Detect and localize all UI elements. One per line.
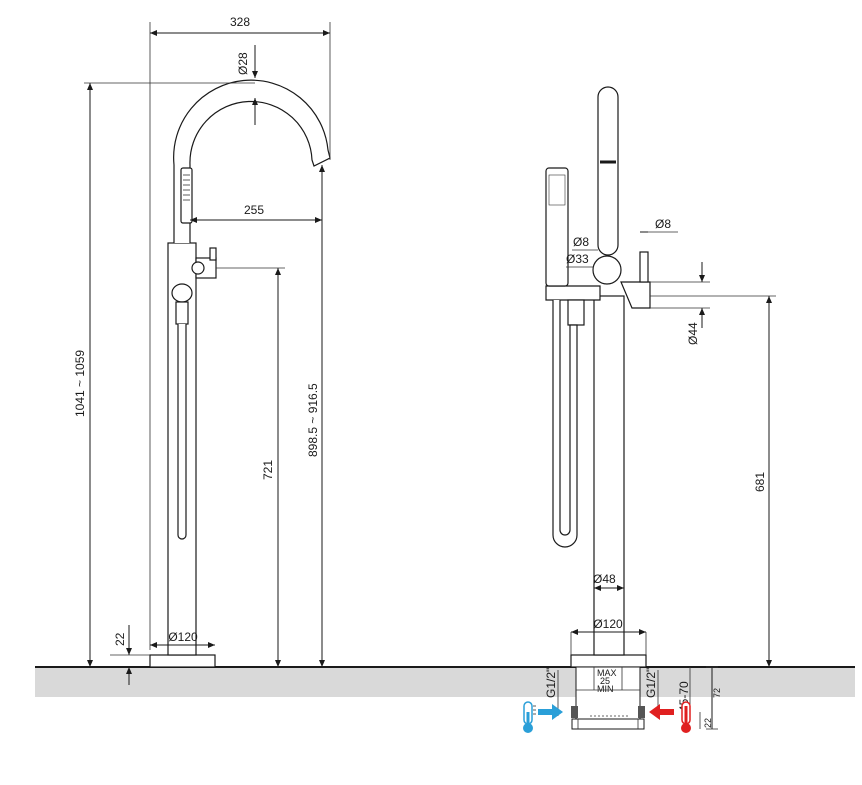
label-min: MIN: [597, 684, 614, 694]
dim-outlet-diameter: Ø44: [686, 322, 700, 345]
dim-hub-diameter: Ø33: [566, 252, 589, 266]
floor: [35, 666, 855, 697]
dim-base-height: 22: [113, 632, 127, 646]
label-inlet-right: G1/2": [644, 668, 658, 698]
arrow-right-icon: [538, 704, 563, 720]
label-inlet-left: G1/2": [544, 668, 558, 698]
cold-inlet: [523, 701, 563, 733]
dim-box-height: 72: [712, 688, 722, 698]
dim-stem-diameter: Ø8: [573, 235, 589, 249]
dim-total-height: 1041 ~ 1059: [73, 350, 87, 417]
dim-column-diameter: Ø48: [593, 572, 616, 586]
thermometer-cold-icon: [523, 701, 536, 733]
dim-base-diameter-front: Ø120: [593, 617, 623, 631]
dim-handle-height: 721: [261, 460, 275, 480]
installation-box: [571, 666, 645, 730]
front-view-dimensions: Ø8 Ø8 Ø33 Ø44 681 Ø48 Ø120: [566, 217, 776, 667]
dim-spout-reach: 255: [244, 203, 264, 217]
dim-spout-diameter: Ø28: [236, 52, 250, 75]
dim-base-diameter-side: Ø120: [168, 630, 198, 644]
dim-spout-height: 898.5 ~ 916.5: [306, 383, 320, 457]
dim-lever-diameter: Ø8: [655, 217, 671, 231]
side-view-dimensions: 328 Ø28 1041 ~ 1059 255 898.5 ~ 916.5 72…: [73, 15, 331, 685]
hot-inlet: [649, 701, 691, 733]
label-max: MAX: [597, 668, 617, 678]
side-view-faucet: [149, 79, 331, 668]
dim-328: 328: [230, 15, 250, 29]
thermometer-hot-icon: [681, 701, 691, 733]
arrow-left-icon: [649, 704, 674, 720]
label-depth-25: 25: [600, 676, 610, 686]
front-view-faucet: [545, 86, 651, 668]
dim-outlet-height: 681: [753, 472, 767, 492]
dim-box-offset: 22: [703, 718, 713, 728]
